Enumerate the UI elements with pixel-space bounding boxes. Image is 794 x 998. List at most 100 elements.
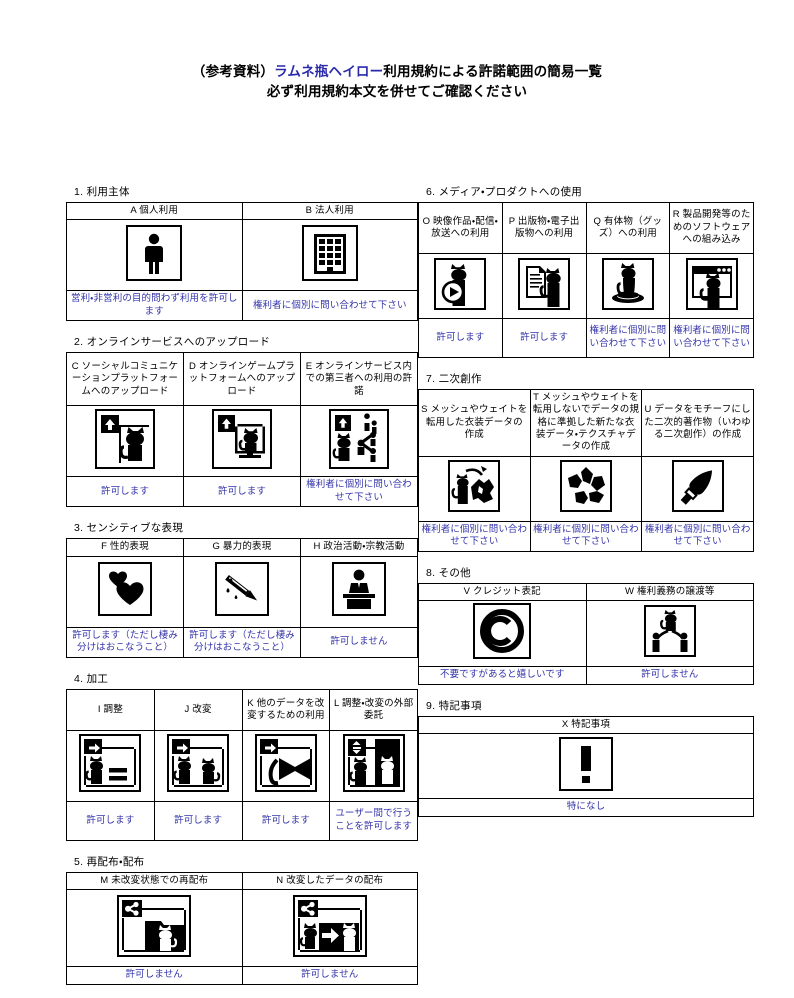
section-6: 6. メディア・プロダクトへの使用 O 映像作品・配信・放送への利用 P 出版物… bbox=[418, 184, 754, 358]
section-9: 9. 特記事項 X 特記事項 bbox=[418, 698, 754, 817]
cell-icon-S bbox=[418, 455, 531, 522]
paint-brush-icon bbox=[671, 460, 724, 513]
share-folder-cat-icon bbox=[117, 894, 192, 957]
cell-note-A: 営利・非営利の目的問わず利用を許可します bbox=[66, 290, 243, 322]
cell-header-R: R 製品開発等のためのソフトウェアへの組み込み bbox=[669, 202, 754, 254]
section-7: 7. 二次創作 S メッシュやウェイトを転用した衣装データの作成 T メッシュや… bbox=[418, 371, 754, 552]
cell-note-P: 許可します bbox=[501, 318, 587, 358]
building-icon bbox=[301, 224, 358, 281]
podium-speaker-icon bbox=[331, 562, 386, 617]
hearts-icon bbox=[97, 562, 152, 617]
content-columns: 1. 利用主体 A 個人利用 B 法人利用 bbox=[0, 184, 794, 998]
right-column: 6. メディア・プロダクトへの使用 O 映像作品・配信・放送への利用 P 出版物… bbox=[418, 184, 754, 830]
section-5-title: 5. 再配布・配布 bbox=[74, 855, 145, 868]
header-row: M 未改変状態での再配布 N 改変したデータの配布 bbox=[66, 871, 418, 891]
cat-document-icon bbox=[518, 257, 571, 310]
cell-icon-K bbox=[241, 729, 331, 802]
header-row: A 個人利用 B 法人利用 bbox=[66, 201, 418, 221]
cloth-pieces-icon bbox=[559, 460, 612, 513]
cell-header-E: E オンラインサービス内での第三者への利用の許諾 bbox=[299, 352, 419, 407]
cell-header-N: N 改変したデータの配布 bbox=[241, 871, 418, 891]
cell-note-S: 権利者に個別に問い合わせて下さい bbox=[418, 520, 531, 552]
document-page: （参考資料）ラムネ瓶ヘイロー利用規約による許諾範囲の簡易一覧 必ず利用規約本文を… bbox=[0, 62, 794, 985]
header-row: I 調整 J 改変 K 他のデータを改変するための利用 L 調整・改変の外部委託 bbox=[66, 688, 418, 731]
title-suffix: 利用規約による許諾範囲の簡易一覧 bbox=[383, 64, 603, 79]
cell-icon-O bbox=[418, 253, 503, 319]
cell-header-K: K 他のデータを改変するための利用 bbox=[241, 688, 331, 731]
cell-icon-I bbox=[66, 729, 155, 802]
copyright-icon bbox=[473, 603, 532, 660]
title-line-1: （参考資料）ラムネ瓶ヘイロー利用規約による許諾範囲の簡易一覧 bbox=[0, 62, 794, 82]
exclamation-icon bbox=[559, 736, 613, 791]
section-6-table: O 映像作品・配信・放送への利用 P 出版物・電子出版物への利用 Q 有体物（グ… bbox=[418, 202, 754, 358]
section-2-table: C ソーシャルコミュニケーションプラットフォームへのアップロード D オンライン… bbox=[66, 352, 419, 508]
arrow-cat-cat-icon bbox=[167, 734, 230, 793]
cell-header-C: C ソーシャルコミュニケーションプラットフォームへのアップロード bbox=[66, 352, 184, 407]
cell-header-H: H 政治活動・宗教活動 bbox=[299, 538, 419, 557]
upload-cat-monitor-icon bbox=[211, 408, 272, 469]
note-row: 許可します（ただし棲み分けはおこなうこと） 許可します（ただし棲み分けはおこなう… bbox=[66, 626, 419, 658]
title-prefix: （参考資料） bbox=[191, 64, 275, 79]
icon-row bbox=[418, 733, 754, 799]
cat-transfer-people-icon bbox=[643, 605, 696, 658]
upload-cat-icon bbox=[94, 408, 155, 469]
icon-row bbox=[66, 219, 418, 292]
note-row: 許可しません 許可しません bbox=[66, 966, 418, 985]
cell-header-B: B 法人利用 bbox=[241, 201, 418, 221]
knife-blood-icon bbox=[214, 562, 269, 617]
cell-note-G: 許可します（ただし棲み分けはおこなうこと） bbox=[182, 626, 301, 658]
icon-row bbox=[418, 600, 754, 668]
section-1-title: 1. 利用主体 bbox=[74, 186, 130, 198]
cell-header-M: M 未改変状態での再配布 bbox=[66, 871, 243, 891]
note-row: 許可します 許可します 権利者に個別に問い合わせて下さい 権利者に個別に問い合わ… bbox=[418, 318, 754, 358]
share-cat-people-icon bbox=[328, 408, 389, 469]
cell-note-H: 許可しません bbox=[299, 626, 419, 658]
cell-header-F: F 性的表現 bbox=[66, 538, 184, 557]
arrow-cat-equals-icon bbox=[79, 734, 142, 793]
cell-icon-F bbox=[66, 555, 184, 628]
cell-icon-X bbox=[418, 733, 754, 799]
note-row: 権利者に個別に問い合わせて下さい 権利者に個別に問い合わせて下さい 権利者に個別… bbox=[418, 520, 754, 552]
section-3-title: 3. センシティブな表現 bbox=[74, 522, 184, 535]
cell-note-U: 権利者に個別に問い合わせて下さい bbox=[641, 520, 754, 552]
cell-note-K: 許可します bbox=[241, 800, 331, 841]
section-4: 4. 加工 I 調整 J 改変 K 他のデータを改変するための利用 L 調整・改… bbox=[66, 671, 418, 841]
section-2: 2. オンラインサービスへのアップロード C ソーシャルコミュニケーションプラッ… bbox=[66, 334, 419, 508]
cell-note-N: 許可しません bbox=[241, 966, 418, 985]
cell-note-R: 権利者に個別に問い合わせて下さい bbox=[669, 318, 754, 358]
section-3-table: F 性的表現 G 暴力的表現 H 政治活動・宗教活動 bbox=[66, 538, 419, 658]
cell-header-X: X 特記事項 bbox=[418, 715, 754, 735]
cell-note-M: 許可しません bbox=[66, 966, 243, 985]
cell-icon-R bbox=[669, 253, 754, 319]
section-3: 3. センシティブな表現 F 性的表現 G 暴力的表現 H 政治活動・宗教活動 bbox=[66, 520, 419, 658]
cell-header-U: U データをモチーフにした二次的著作物（いわゆる二次創作）の作成 bbox=[641, 389, 754, 457]
cell-icon-H bbox=[299, 555, 419, 628]
cell-note-T: 権利者に個別に問い合わせて下さい bbox=[529, 520, 643, 552]
cat-play-button-icon bbox=[434, 257, 487, 310]
cell-note-Q: 権利者に個別に問い合わせて下さい bbox=[585, 318, 671, 358]
icon-row bbox=[418, 253, 754, 319]
cell-note-B: 権利者に個別に問い合わせて下さい bbox=[241, 290, 418, 322]
cell-note-V: 不要ですがあると嬉しいです bbox=[418, 666, 587, 685]
icon-row bbox=[66, 405, 419, 478]
section-7-title: 7. 二次創作 bbox=[426, 373, 482, 385]
cell-icon-B bbox=[241, 219, 418, 292]
header-row: V クレジット表記 W 権利義務の譲渡等 bbox=[418, 582, 754, 602]
note-row: 不要ですがあると嬉しいです 許可しません bbox=[418, 666, 754, 685]
cell-header-D: D オンラインゲームプラットフォームへのアップロード bbox=[182, 352, 301, 407]
section-1: 1. 利用主体 A 個人利用 B 法人利用 bbox=[66, 184, 418, 322]
section-5-table: M 未改変状態での再配布 N 改変したデータの配布 bbox=[66, 871, 418, 985]
cell-icon-W bbox=[585, 600, 754, 668]
cell-icon-J bbox=[153, 729, 243, 802]
cell-icon-N bbox=[241, 889, 418, 968]
note-row: 許可します 許可します 権利者に個別に問い合わせて下さい bbox=[66, 476, 419, 508]
cell-note-I: 許可します bbox=[66, 800, 155, 841]
cell-header-L: L 調整・改変の外部委託 bbox=[329, 688, 418, 731]
document-title: （参考資料）ラムネ瓶ヘイロー利用規約による許諾範囲の簡易一覧 必ず利用規約本文を… bbox=[0, 62, 794, 101]
cell-header-T: T メッシュやウェイトを転用しないでデータの規格に準拠した新たな衣装データ・テク… bbox=[529, 389, 643, 457]
icon-row bbox=[66, 555, 419, 628]
cell-header-W: W 権利義務の譲渡等 bbox=[585, 582, 754, 602]
cell-header-J: J 改変 bbox=[153, 688, 243, 731]
person-icon bbox=[126, 224, 183, 281]
cell-note-E: 権利者に個別に問い合わせて下さい bbox=[299, 476, 419, 508]
